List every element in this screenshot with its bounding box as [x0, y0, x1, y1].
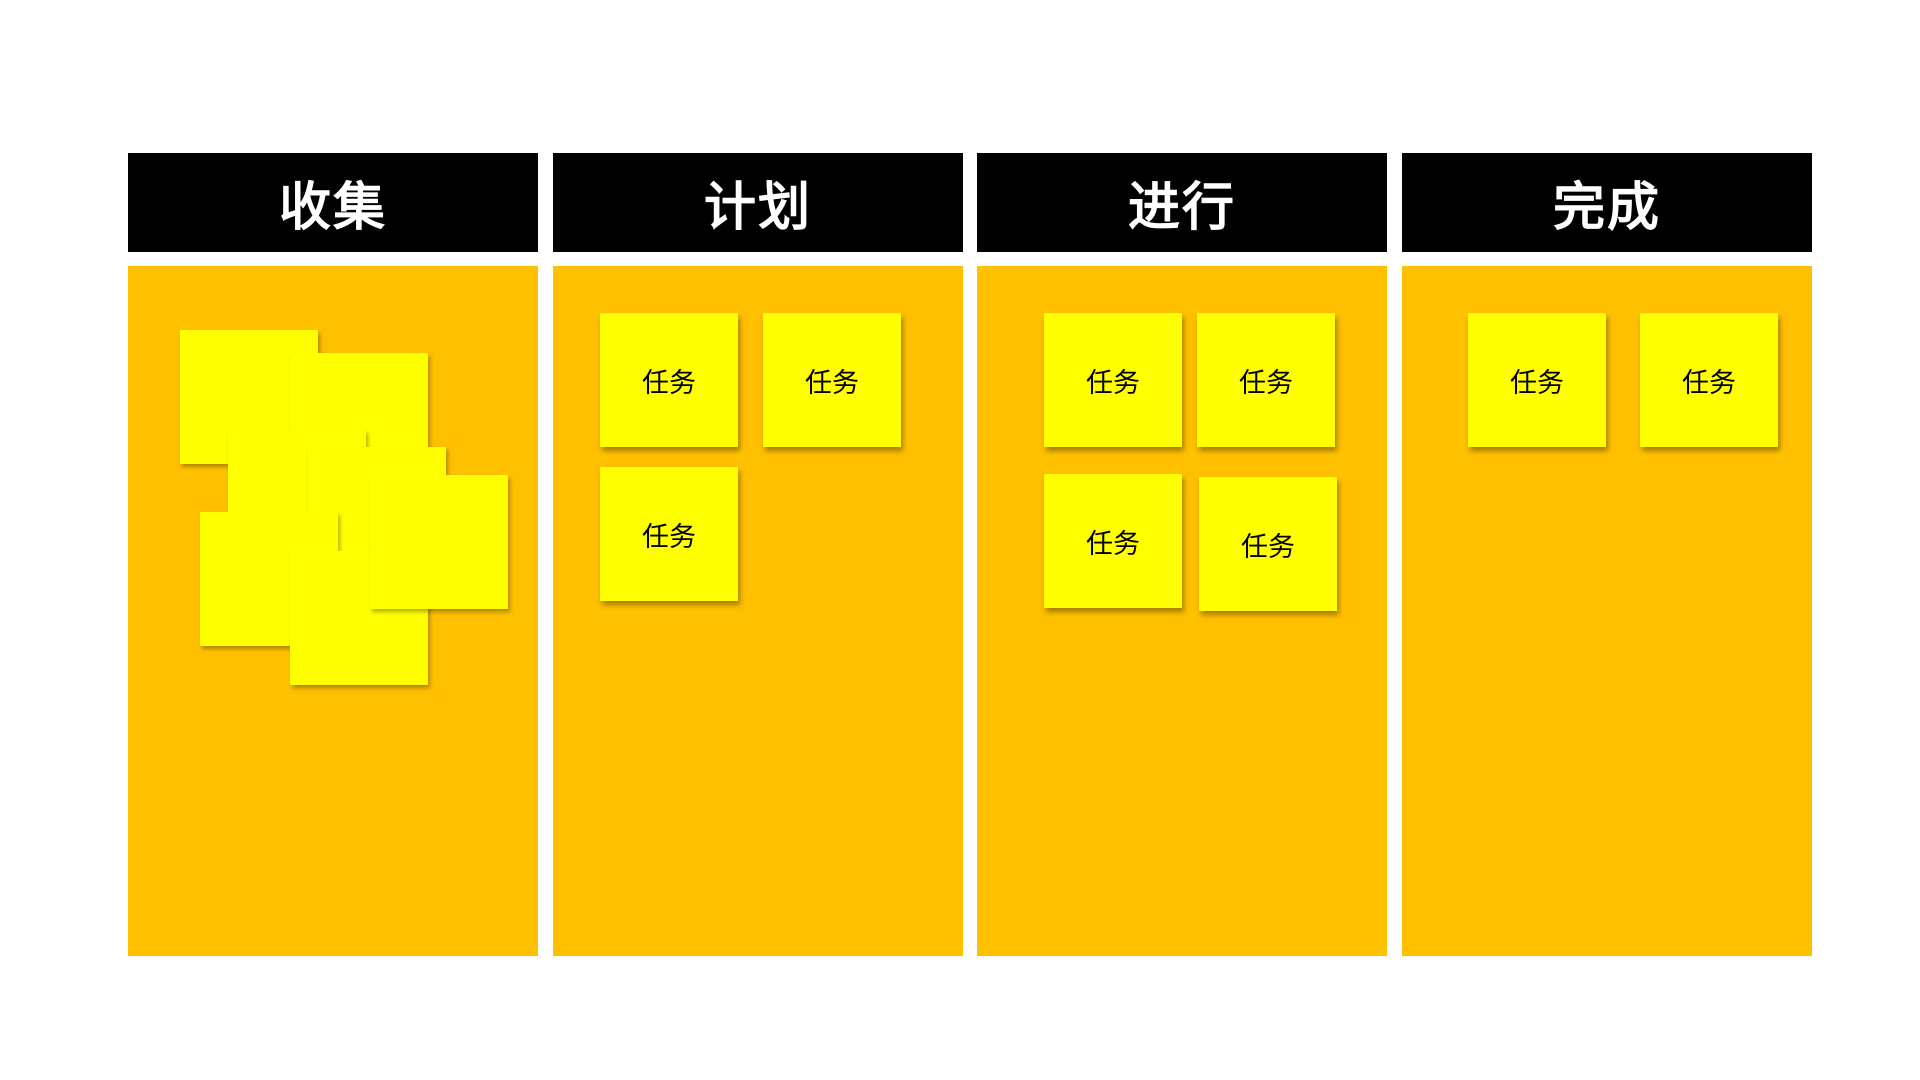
- task-note[interactable]: 任务: [1044, 474, 1182, 608]
- task-note[interactable]: 任务: [1044, 313, 1182, 447]
- column-header-in-progress: 进行: [977, 153, 1387, 252]
- task-note[interactable]: 任务: [1640, 313, 1778, 447]
- task-note[interactable]: 任务: [763, 313, 901, 447]
- column-header-plan: 计划: [553, 153, 963, 252]
- task-note[interactable]: 任务: [600, 467, 738, 601]
- column-header-done: 完成: [1402, 153, 1812, 252]
- task-note[interactable]: 任务: [1197, 313, 1335, 447]
- column-header-collect: 收集: [128, 153, 538, 252]
- task-note[interactable]: 任务: [1199, 477, 1337, 611]
- task-note[interactable]: 任务: [600, 313, 738, 447]
- task-note[interactable]: 任务: [1468, 313, 1606, 447]
- sticky-note-blank[interactable]: [370, 475, 508, 609]
